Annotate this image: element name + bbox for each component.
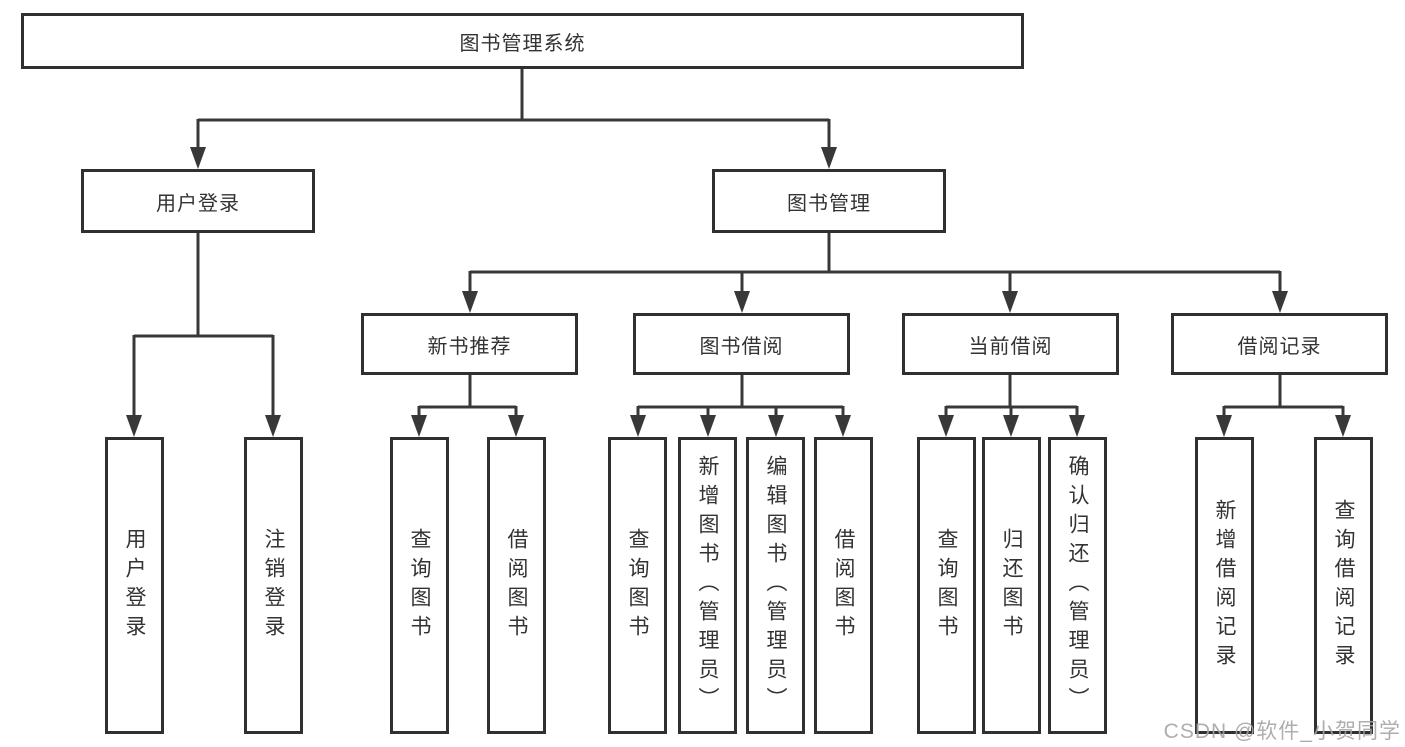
node-label: 查询图书 (935, 527, 958, 644)
node-library-management-system: 图书管理系统 (21, 13, 1024, 69)
node-label: 确认归还（管理员） (1066, 455, 1089, 716)
arrow-down-icon (508, 415, 524, 437)
arrow-down-icon (938, 415, 954, 437)
node-leaf-return-books: 归还图书 (982, 437, 1041, 734)
arrow-down-icon (1335, 415, 1351, 437)
arrow-down-icon (630, 415, 646, 437)
node-leaf-borrow-books: 借阅图书 (814, 437, 873, 734)
node-label: 归还图书 (1000, 527, 1023, 644)
node-label: 借阅图书 (832, 527, 855, 644)
node-label: 图书管理系统 (459, 32, 586, 55)
arrow-down-icon (700, 415, 716, 437)
arrow-down-icon (768, 415, 784, 437)
arrow-down-icon (126, 415, 142, 437)
node-book-borrowing: 图书借阅 (633, 313, 850, 375)
arrow-down-icon (1069, 415, 1085, 437)
connector-book-management-to-level3 (468, 233, 1282, 292)
arrow-down-icon (835, 415, 851, 437)
node-label: 图书管理 (787, 192, 871, 215)
node-leaf-query-borrow-record: 查询借阅记录 (1314, 437, 1373, 734)
node-label: 当前借阅 (968, 335, 1053, 358)
arrow-down-icon (821, 147, 837, 169)
arrow-down-icon (734, 291, 750, 313)
node-leaf-confirm-return-admin: 确认归还（管理员） (1048, 437, 1107, 734)
connector-current-borrow-to-children (944, 375, 1079, 416)
node-label: 查询借阅记录 (1332, 498, 1355, 673)
node-label: 用户登录 (123, 527, 146, 644)
node-book-management: 图书管理 (712, 169, 946, 233)
node-leaf-query-books: 查询图书 (917, 437, 976, 734)
node-label: 借阅图书 (505, 527, 528, 644)
arrowhead-icons (126, 147, 1351, 437)
node-label: 图书借阅 (699, 335, 784, 358)
node-label: 新增借阅记录 (1213, 498, 1236, 673)
arrow-down-icon (1003, 415, 1019, 437)
node-leaf-edit-books-admin: 编辑图书（管理员） (746, 437, 805, 734)
arrow-down-icon (1272, 291, 1288, 313)
node-label: 查询图书 (626, 527, 649, 644)
arrow-down-icon (190, 147, 206, 169)
arrow-down-icon (411, 415, 427, 437)
node-label: 借阅记录 (1237, 335, 1322, 358)
watermark-text: CSDN @软件_小贺同学 (1163, 720, 1401, 743)
connector-root-to-level2 (196, 69, 831, 148)
node-label: 编辑图书（管理员） (764, 455, 787, 716)
node-borrowing-records: 借阅记录 (1171, 313, 1388, 375)
connector-borrow-record-to-children (1222, 375, 1345, 416)
node-user-login: 用户登录 (81, 169, 315, 233)
node-leaf-logout: 注销登录 (244, 437, 303, 734)
node-label: 新增图书（管理员） (696, 455, 719, 716)
node-label: 用户登录 (156, 192, 240, 215)
arrow-down-icon (462, 291, 478, 313)
node-leaf-query-books: 查询图书 (608, 437, 667, 734)
arrow-down-icon (1002, 291, 1018, 313)
node-leaf-add-books-admin: 新增图书（管理员） (678, 437, 737, 734)
node-leaf-user-login: 用户登录 (105, 437, 164, 734)
node-leaf-borrow-books: 借阅图书 (487, 437, 546, 734)
connector-user-login-to-children (132, 233, 275, 416)
node-leaf-add-borrow-record: 新增借阅记录 (1195, 437, 1254, 734)
node-leaf-query-books: 查询图书 (390, 437, 449, 734)
arrow-down-icon (1216, 415, 1232, 437)
node-label: 新书推荐 (427, 335, 512, 358)
node-label: 查询图书 (408, 527, 431, 644)
connector-new-book-to-children (417, 375, 518, 416)
node-label: 注销登录 (262, 527, 285, 644)
node-new-book-recommend: 新书推荐 (361, 313, 578, 375)
arrow-down-icon (265, 415, 281, 437)
connector-book-borrow-to-children (636, 375, 845, 416)
node-current-borrowing: 当前借阅 (902, 313, 1119, 375)
